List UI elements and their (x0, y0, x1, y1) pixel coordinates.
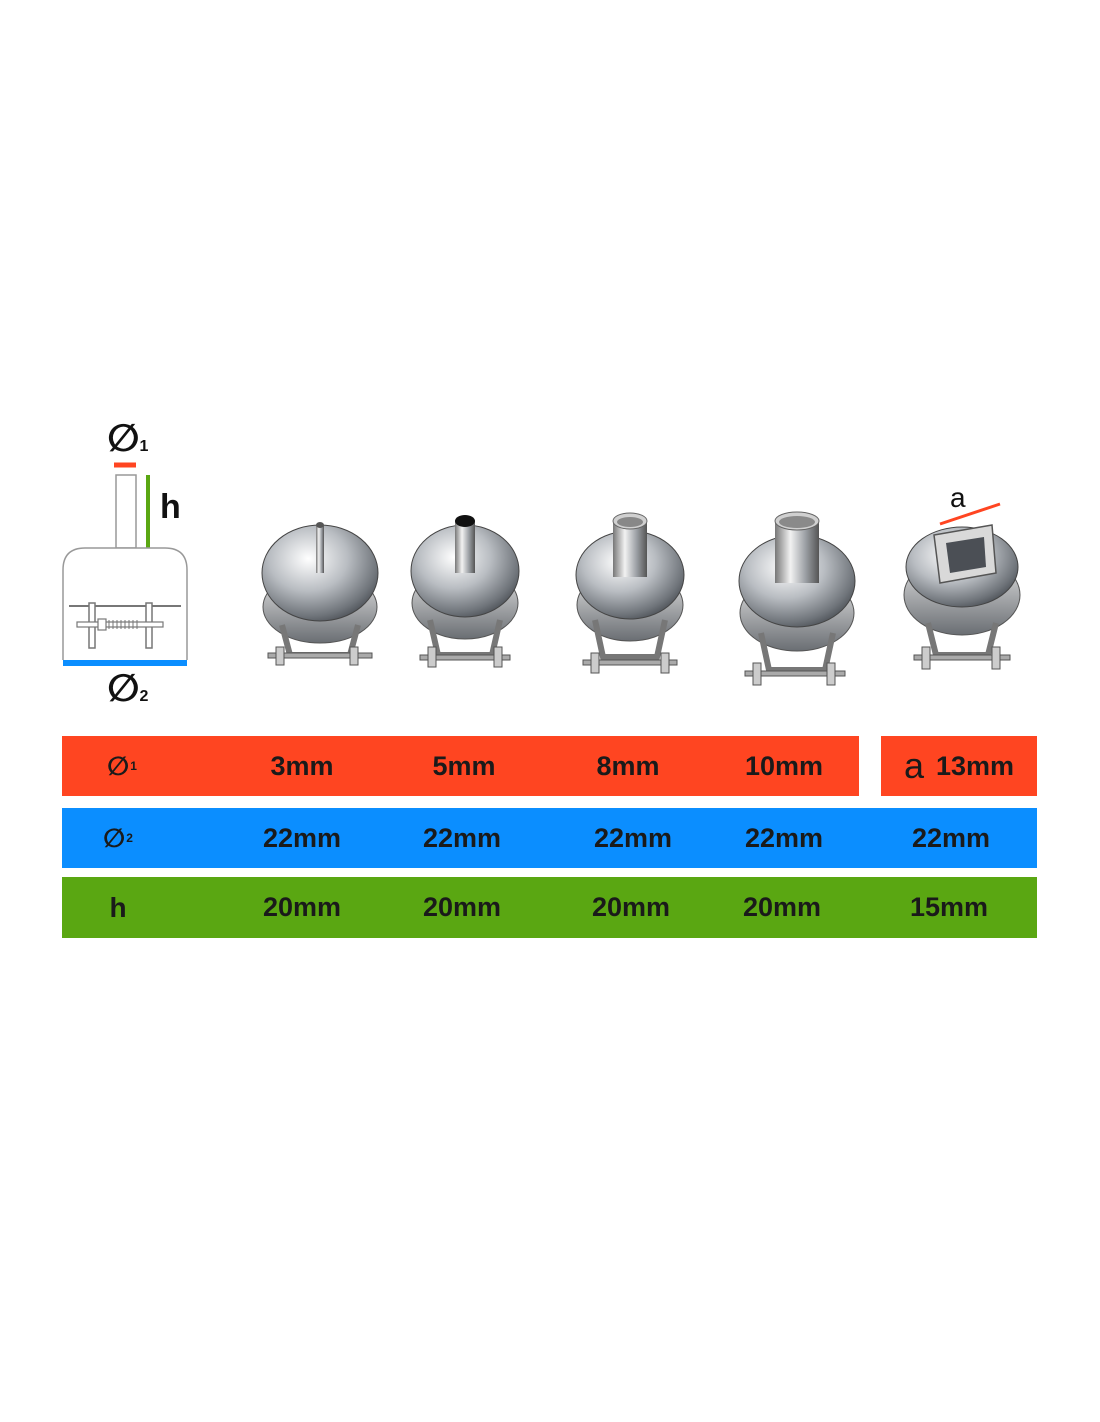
height-row: h 20mm 20mm 20mm 20mm 15mm (62, 877, 1037, 938)
table-cell: 20mm (262, 892, 342, 922)
side-length-row: a 13mm (881, 736, 1037, 796)
side-length-value: 13mm (935, 750, 1015, 781)
table-cell: 22mm (422, 822, 502, 853)
table-cell: 22mm (262, 822, 342, 853)
table-cell: 22mm (744, 822, 824, 853)
square-nozzle-13mm-icon (903, 524, 1021, 670)
nozzle-body-outline (62, 547, 188, 660)
nozzle-tip-outline (115, 474, 137, 549)
table-cell: 20mm (422, 892, 502, 922)
side-length-cell: a 13mm (881, 736, 1037, 796)
diameter-symbol: ∅ (107, 418, 140, 460)
diameter2-row-label: ∅2 (88, 808, 148, 868)
diameter-symbol: ∅ (103, 822, 126, 853)
diameter1-subscript: 1 (139, 438, 149, 455)
round-nozzle-10mm-icon (738, 511, 856, 686)
table-cell: 8mm (596, 750, 660, 781)
height-label: h (160, 488, 181, 526)
screw-head (97, 618, 107, 631)
diameter-symbol: ∅ (107, 668, 140, 710)
table-cell: 15mm (909, 892, 989, 922)
round-nozzle-3mm-icon (261, 522, 379, 666)
table-cell: 5mm (432, 750, 496, 781)
table-cell: 22mm (593, 822, 673, 853)
diameter1-label: ∅1 (107, 420, 148, 458)
table-cell: 10mm (744, 750, 824, 781)
height-row-label: h (109, 891, 127, 923)
round-nozzle-5mm-icon (410, 515, 520, 668)
diameter1-subscript: 1 (130, 759, 137, 773)
round-nozzle-8mm-icon (575, 512, 685, 674)
table-cell: 22mm (911, 822, 991, 853)
table-cell: 20mm (591, 892, 671, 922)
side-length-marker (939, 502, 1001, 526)
diameter2-row: ∅2 22mm 22mm 22mm 22mm 22mm (62, 808, 1037, 868)
side-symbol: a (903, 745, 924, 786)
nozzle-gallery (261, 502, 1021, 686)
diameter1-row: ∅1 3mm 5mm 8mm 10mm (62, 736, 859, 796)
diameter2-subscript: 2 (139, 688, 149, 705)
nozzle-schematic (62, 462, 188, 666)
diameter2-subscript: 2 (126, 831, 133, 845)
diameter2-label: ∅2 (107, 670, 148, 708)
legend-diagram: ∅1 h ∅2 (55, 420, 205, 720)
table-cell: 20mm (742, 892, 822, 922)
diameter1-row-label: ∅1 (92, 736, 152, 796)
diameter-symbol: ∅ (107, 750, 130, 781)
screw-shaft (76, 621, 164, 628)
side-length-label: a (950, 482, 966, 513)
table-cell: 3mm (270, 750, 334, 781)
